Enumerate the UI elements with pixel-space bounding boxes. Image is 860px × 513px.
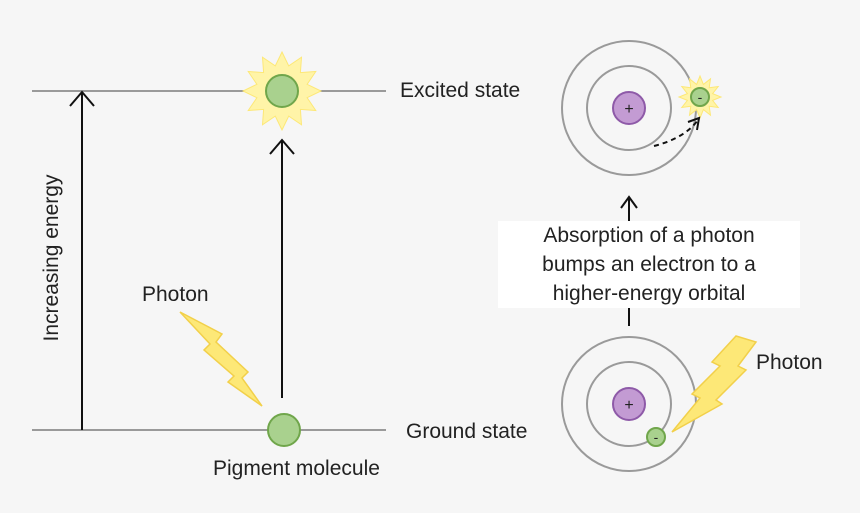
excited-state-label: Excited state bbox=[400, 79, 520, 102]
inner-orbit bbox=[586, 361, 672, 447]
nucleus-sign: + bbox=[624, 397, 633, 414]
pigment-molecule-label: Pigment molecule bbox=[213, 457, 380, 480]
increasing-energy-label: Increasing energy bbox=[40, 174, 63, 341]
electron-sign: - bbox=[698, 89, 703, 105]
photon-label-right: Photon bbox=[756, 351, 823, 374]
inner-orbit bbox=[586, 65, 672, 151]
atom-bottom: + - bbox=[561, 336, 697, 472]
caption-line-3: higher-energy orbital bbox=[552, 282, 746, 305]
caption-line-2: bumps an electron to a bbox=[542, 253, 756, 276]
nucleus bbox=[612, 387, 646, 421]
caption-box: Absorption of a photon bumps an electron… bbox=[498, 221, 800, 308]
photon-label-left: Photon bbox=[142, 283, 209, 306]
electron-jump-arrowhead bbox=[687, 116, 701, 131]
ground-state-label: Ground state bbox=[406, 420, 527, 443]
process-arrowhead bbox=[620, 195, 638, 209]
excitation-arrowhead bbox=[269, 138, 295, 155]
atom-top: + - bbox=[561, 40, 723, 176]
electron-jump-arrow bbox=[653, 119, 699, 147]
nucleus-sign: + bbox=[624, 101, 633, 118]
excited-electron bbox=[690, 87, 710, 107]
ground-electron bbox=[646, 427, 666, 447]
ground-molecule-circle bbox=[267, 413, 301, 447]
excited-molecule bbox=[241, 50, 323, 132]
lightning-bolt-icon bbox=[671, 335, 758, 433]
increasing-energy-arrowhead bbox=[69, 90, 95, 107]
lightning-bolt-icon bbox=[179, 311, 263, 407]
caption-line-1: Absorption of a photon bbox=[543, 224, 755, 247]
excited-molecule-circle bbox=[265, 74, 299, 108]
electron-sign: - bbox=[654, 429, 659, 445]
nucleus bbox=[612, 91, 646, 125]
